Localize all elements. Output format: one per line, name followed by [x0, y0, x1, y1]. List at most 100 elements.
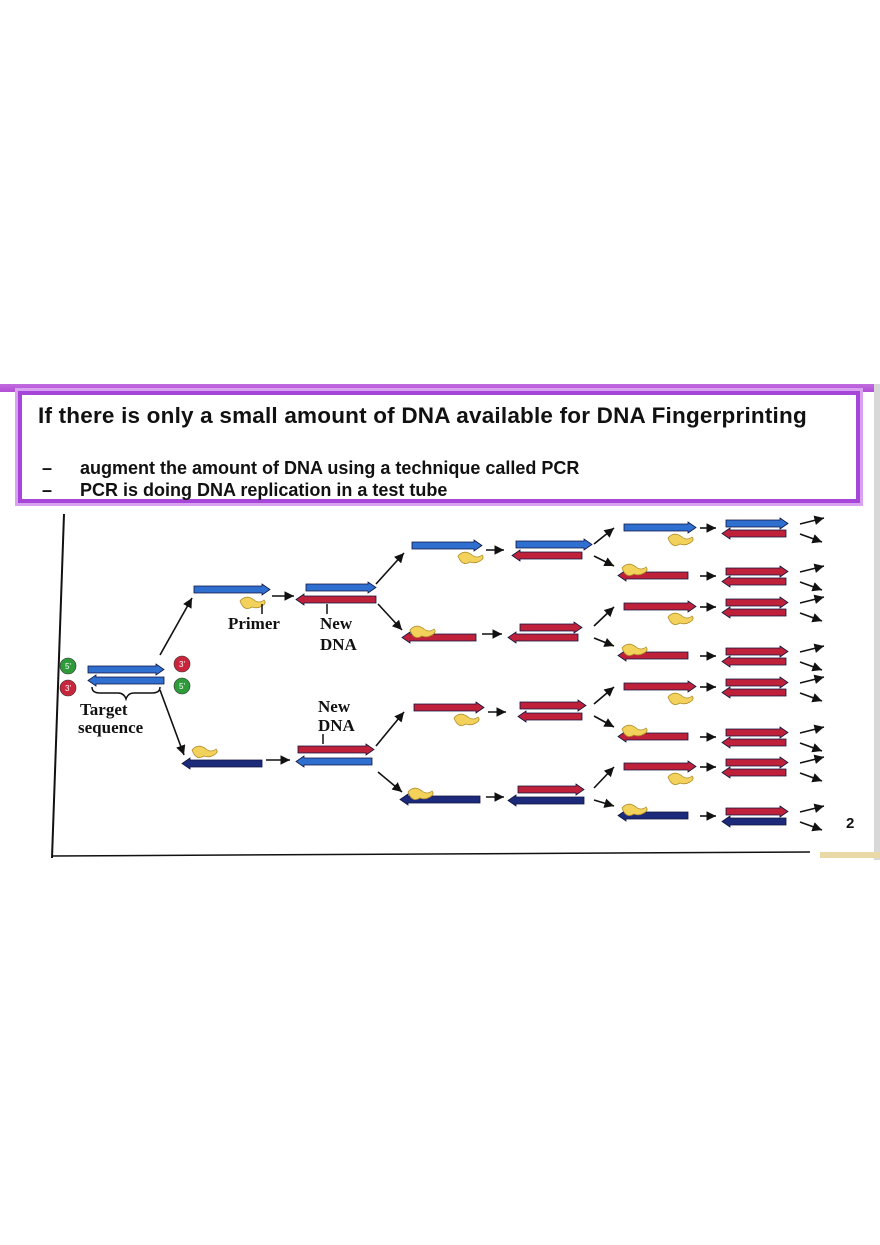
target-label-1: Target	[80, 700, 128, 719]
c3-template-5	[623, 680, 697, 693]
c2-a-new	[511, 549, 583, 562]
target-strand-top	[87, 663, 165, 676]
process-arrow	[593, 798, 615, 808]
process-arrow	[799, 581, 823, 592]
bullet-dash: –	[42, 480, 53, 500]
pcr-diagram: 5'3'3'5' Primer New DNA New DNA Target s…	[51, 513, 854, 859]
bullet-2-text: PCR is doing DNA replication in a test t…	[80, 480, 448, 500]
c2-b-primer	[409, 625, 436, 638]
c3-duplex-bottom-8	[721, 815, 787, 828]
process-arrow	[375, 552, 405, 585]
marker-5prime-right-circle	[173, 677, 191, 695]
bullet-1-text: augment the amount of DNA using a techni…	[80, 458, 542, 478]
slide-top-border	[0, 384, 880, 392]
primer-label: Primer	[228, 614, 280, 633]
process-arrow	[593, 686, 615, 705]
bottom-accent-stripe	[820, 852, 880, 858]
c2-a-template-copy	[515, 538, 593, 551]
marker-3prime-left-label: 3'	[65, 684, 71, 693]
process-arrow	[593, 606, 615, 627]
c3-primer-3	[667, 612, 694, 625]
process-arrow	[377, 603, 403, 631]
process-arrow	[377, 771, 403, 793]
c3-duplex-bottom-6	[721, 736, 787, 749]
cycle1-bottom-new-strand	[297, 743, 375, 756]
marker-3prime-right: 3'	[173, 655, 191, 673]
title-box: If there is only a small amount of DNA a…	[18, 391, 860, 503]
target-strand-bottom	[87, 674, 165, 687]
process-arrow	[799, 533, 823, 544]
c3-primer-6	[621, 724, 648, 737]
process-arrow	[593, 766, 615, 789]
marker-5prime-right: 5'	[173, 677, 191, 695]
bullet-1-bold: PCR	[541, 458, 580, 478]
process-arrow	[799, 754, 825, 764]
slide-right-edge	[874, 384, 880, 860]
process-arrow	[799, 724, 825, 734]
cycle1-top-template-copy	[305, 581, 377, 594]
cycle1-top-new-strand	[295, 593, 377, 606]
process-arrow	[799, 563, 825, 573]
primers	[191, 533, 694, 816]
dna-strands	[87, 517, 789, 828]
c3-primer-2	[621, 563, 648, 576]
process-arrow	[799, 692, 823, 703]
c3-primer-8	[621, 803, 648, 816]
process-arrow	[593, 527, 615, 545]
c3-duplex-top-8	[725, 805, 789, 818]
process-arrow	[375, 711, 405, 747]
c3-duplex-top-3	[725, 596, 789, 609]
c2-b-template-copy	[507, 631, 579, 644]
c3-duplex-top-5	[725, 676, 789, 689]
cycle1-bottom-template-copy	[295, 755, 373, 768]
c3-duplex-bottom-5	[721, 686, 787, 699]
process-arrow	[159, 597, 193, 656]
process-arrow	[799, 515, 825, 525]
new-dna-label-bottom-1: New	[318, 697, 351, 716]
process-arrow	[799, 643, 825, 653]
target-label-2: sequence	[78, 718, 144, 737]
marker-5prime-left: 5'	[59, 657, 77, 675]
c2-a-template	[411, 539, 483, 552]
marker-3prime-right-circle	[173, 655, 191, 673]
process-arrow	[799, 674, 825, 684]
page-number: 2	[846, 815, 854, 832]
left-frame-line	[51, 513, 65, 859]
process-arrow	[593, 555, 615, 567]
c2-c-new	[517, 710, 583, 723]
cycle1-top-template	[193, 583, 271, 596]
c2-d-primer	[407, 787, 434, 800]
marker-5prime-right-label: 5'	[179, 682, 185, 691]
cycle1-bottom-template	[181, 757, 263, 770]
c3-primer-1	[667, 533, 694, 546]
process-arrow	[799, 803, 825, 813]
c2-b-new	[519, 621, 583, 634]
c3-template-3	[623, 600, 697, 613]
c3-duplex-bottom-4	[721, 655, 787, 668]
process-arrow	[799, 594, 825, 604]
process-arrow	[159, 689, 186, 756]
marker-5prime-left-circle	[59, 657, 77, 675]
new-dna-label-bottom-2: DNA	[318, 716, 356, 735]
c3-duplex-top-2	[725, 565, 789, 578]
process-arrow	[799, 772, 823, 783]
bullet-2: – PCR is doing DNA replication in a test …	[42, 479, 447, 501]
c3-duplex-top-1	[725, 517, 789, 530]
c2-d-template-copy	[507, 794, 585, 807]
c3-template-7	[623, 760, 697, 773]
c3-duplex-top-7	[725, 756, 789, 769]
bullet-dash: –	[42, 458, 53, 478]
process-arrow	[593, 715, 615, 728]
c3-primer-7	[667, 772, 694, 785]
target-brace	[91, 686, 161, 702]
marker-3prime-left-circle	[59, 679, 77, 697]
process-arrow	[799, 612, 823, 623]
process-arrow	[799, 661, 823, 672]
c3-duplex-bottom-7	[721, 766, 787, 779]
new-dna-label-top-2: DNA	[320, 635, 358, 654]
cycle1-bottom-primer	[191, 745, 218, 758]
c2-c-primer	[453, 713, 480, 726]
end-markers: 5' 3' 3' 5'	[59, 655, 191, 697]
slide-title: If there is only a small amount of DNA a…	[38, 403, 807, 428]
c3-duplex-bottom-3	[721, 606, 787, 619]
